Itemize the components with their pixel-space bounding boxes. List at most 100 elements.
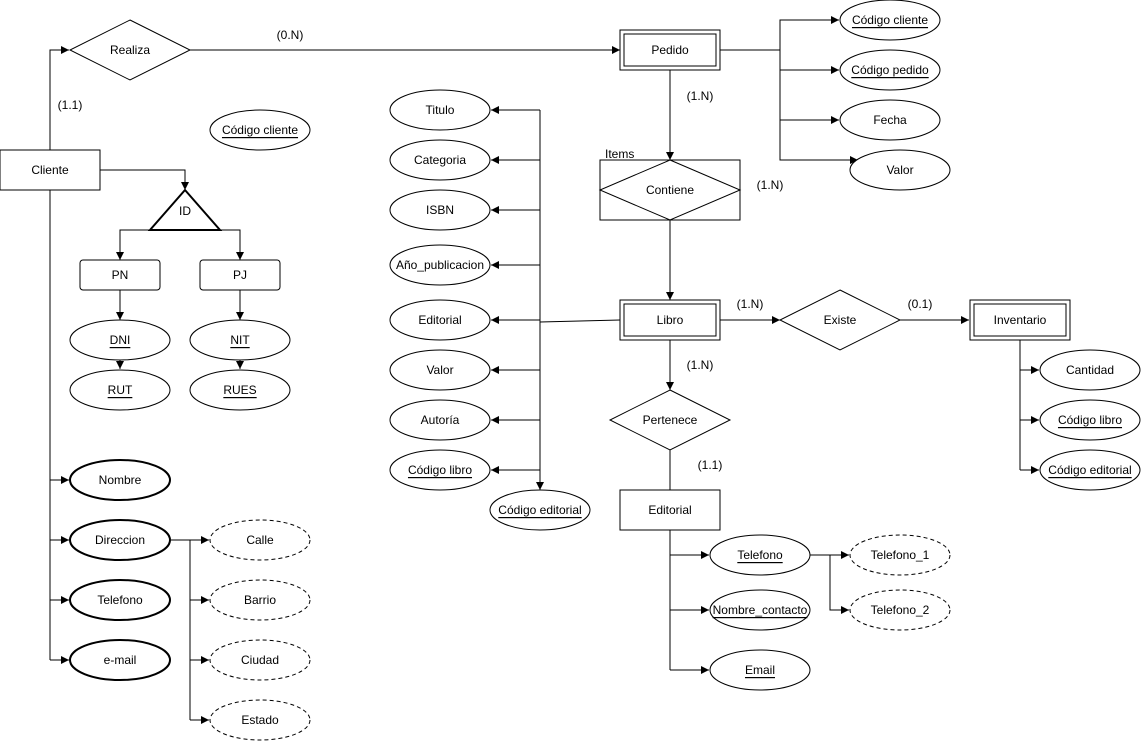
attr-telefono-2[interactable]: Telefono_2	[849, 589, 951, 631]
entity-inventario-label: Inventario	[994, 313, 1047, 327]
edge-id-pj	[210, 229, 244, 260]
entity-cliente-label: Cliente	[31, 163, 69, 177]
entity-pedido-label: Pedido	[651, 43, 689, 57]
attr-pedido-valor[interactable]: Valor	[849, 149, 951, 191]
attr-telefono-1-label: Telefono_1	[871, 548, 930, 562]
edge-pedido-fecha	[779, 70, 839, 124]
attr-titulo-label: Titulo	[426, 103, 455, 117]
attr-rut-label: RUT	[108, 383, 133, 397]
entity-libro[interactable]: Libro	[619, 299, 721, 341]
attr-ciudad[interactable]: Ciudad	[209, 639, 311, 681]
attr-codigo-editorial-label: Código editorial	[498, 503, 581, 517]
attr-telefono[interactable]: Telefono	[69, 579, 171, 621]
attr-estado[interactable]: Estado	[209, 699, 311, 741]
edge-tel2	[829, 555, 849, 614]
edge-pedido-valor	[779, 120, 858, 164]
cardinality-pedido-contiene: (1.N)	[687, 89, 714, 103]
attr-categoria-label: Categoria	[414, 153, 466, 167]
attr-codigo-libro-label: Código libro	[408, 463, 472, 477]
entity-inventario[interactable]: Inventario	[969, 299, 1071, 341]
attr-rut[interactable]: RUT	[69, 369, 171, 411]
attr-ed-telefono[interactable]: Telefono	[709, 534, 811, 576]
entity-pedido[interactable]: Pedido	[619, 29, 721, 71]
attr-nit[interactable]: NIT	[189, 319, 291, 361]
relationship-realiza[interactable]: Realiza	[68, 19, 192, 81]
attr-pedido-codigo-pedido[interactable]: Código pedido	[839, 49, 941, 91]
edge-pedido-codcliente	[779, 16, 839, 50]
attr-pedido-codigo-cliente[interactable]: Código cliente	[839, 0, 941, 41]
attr-titulo[interactable]: Titulo	[389, 89, 491, 131]
attr-codigo-editorial[interactable]: Código editorial	[489, 489, 591, 531]
attr-anio-publicacion[interactable]: Año_publicacion	[389, 244, 491, 286]
attr-nombre[interactable]: Nombre	[69, 459, 171, 501]
relationship-existe[interactable]: Existe	[778, 289, 902, 351]
attr-inv-codigo-editorial[interactable]: Código editorial	[1039, 449, 1141, 491]
attr-dni[interactable]: DNI	[69, 319, 171, 361]
entity-pn[interactable]: PN	[79, 259, 161, 291]
subtype-id-triangle[interactable]: ID	[147, 188, 223, 231]
edge-pedido-codpedido	[779, 50, 839, 74]
attr-libro-editorial[interactable]: Editorial	[389, 299, 491, 341]
attr-calle[interactable]: Calle	[209, 519, 311, 561]
attr-barrio-label: Barrio	[244, 593, 276, 607]
entity-pn-label: PN	[112, 268, 129, 282]
attr-pedido-fecha[interactable]: Fecha	[839, 99, 941, 141]
entity-libro-label: Libro	[657, 313, 684, 327]
edge-direccion-spine	[170, 539, 191, 720]
attr-email[interactable]: e-mail	[69, 639, 171, 681]
attr-autoria[interactable]: Autoría	[389, 399, 491, 441]
attr-barrio[interactable]: Barrio	[209, 579, 311, 621]
relationship-existe-label: Existe	[824, 313, 857, 327]
attr-anio-publicacion-label: Año_publicacion	[396, 258, 484, 272]
attr-codigo-libro[interactable]: Código libro	[389, 449, 491, 491]
attr-pedido-valor-label: Valor	[886, 163, 913, 177]
relationship-contiene-label: Contiene	[646, 183, 694, 197]
attr-inv-codigo-libro-label: Código libro	[1058, 413, 1122, 427]
attr-ed-nombre-contacto[interactable]: Nombre_contacto	[709, 589, 811, 631]
attr-inv-cantidad-label: Cantidad	[1066, 363, 1114, 377]
relationship-contiene[interactable]: Contiene	[598, 159, 742, 221]
edge-cliente-realiza	[49, 46, 69, 150]
attr-ed-nombre-contacto-label: Nombre_contacto	[713, 603, 808, 617]
attr-nombre-label: Nombre	[99, 473, 142, 487]
attr-codigo-cliente-label: Código cliente	[222, 123, 298, 137]
cardinalities: (0.N) (1.1) (1.N) (1.N) (1.N) (0.1) (1.N…	[58, 28, 933, 472]
attr-categoria[interactable]: Categoria	[389, 139, 491, 181]
attr-direccion[interactable]: Direccion	[69, 519, 171, 561]
attr-inv-codigo-libro[interactable]: Código libro	[1039, 399, 1141, 441]
attr-isbn[interactable]: ISBN	[389, 189, 491, 231]
relationship-realiza-label: Realiza	[110, 43, 150, 57]
edge-id-pn	[116, 229, 160, 260]
attr-nit-label: NIT	[230, 333, 250, 347]
edge-cliente-id	[100, 169, 189, 190]
edge-libro-spine	[539, 319, 621, 323]
entity-editorial[interactable]: Editorial	[619, 489, 721, 531]
cardinality-realiza-pedido: (0.N)	[277, 28, 304, 42]
entity-editorial-label: Editorial	[648, 503, 691, 517]
cardinality-libro-pertenece: (1.N)	[687, 358, 714, 372]
items-label: Items	[605, 147, 634, 161]
attr-ed-email[interactable]: Email	[709, 649, 811, 691]
attr-rues-label: RUES	[223, 383, 256, 397]
relationship-pertenece-label: Pertenece	[643, 413, 698, 427]
attr-ed-email-label: Email	[745, 663, 775, 677]
attr-codigo-cliente[interactable]: Código cliente	[209, 109, 311, 151]
cardinality-cliente-realiza: (1.1)	[58, 98, 83, 112]
attr-rues[interactable]: RUES	[189, 369, 291, 411]
cardinality-pertenece-editorial: (1.1)	[698, 458, 723, 472]
attr-pedido-codigo-cliente-label: Código cliente	[852, 13, 928, 27]
relationship-pertenece[interactable]: Pertenece	[608, 389, 732, 451]
attr-ed-telefono-label: Telefono	[737, 548, 783, 562]
subtype-id-label: ID	[179, 204, 191, 218]
attr-telefono-label: Telefono	[97, 593, 143, 607]
attr-inv-cantidad[interactable]: Cantidad	[1039, 349, 1141, 391]
entity-pj-label: PJ	[233, 268, 247, 282]
attr-libro-valor[interactable]: Valor	[389, 349, 491, 391]
attr-autoria-label: Autoría	[421, 413, 460, 427]
entity-pj[interactable]: PJ	[199, 259, 281, 291]
attr-pedido-fecha-label: Fecha	[873, 113, 907, 127]
attr-telefono-1[interactable]: Telefono_1	[849, 534, 951, 576]
entity-cliente[interactable]: Cliente	[0, 149, 101, 191]
edges	[49, 16, 1039, 724]
cardinality-contiene-libro: (1.N)	[757, 178, 784, 192]
